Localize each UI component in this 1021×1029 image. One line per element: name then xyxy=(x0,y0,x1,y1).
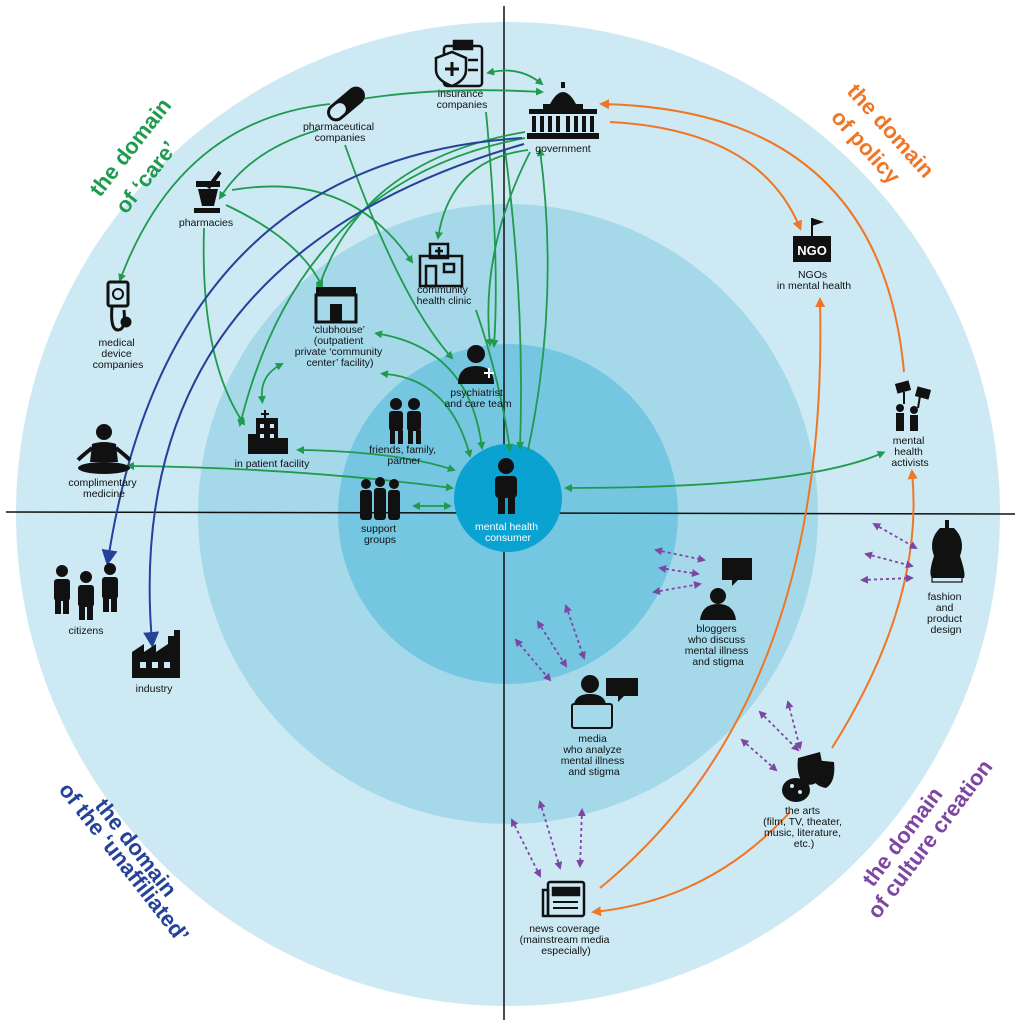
storefront-icon xyxy=(314,287,358,324)
arrow-center-government xyxy=(527,148,549,451)
arrow-pharma-pharmacies xyxy=(218,129,319,200)
person-icon xyxy=(495,458,517,514)
arrow-fashion-2 xyxy=(864,551,914,569)
label-bloggers: bloggers who discuss mental illness and … xyxy=(685,623,752,668)
arrow-gov-clinic xyxy=(434,149,529,240)
arrow-activists-center xyxy=(564,451,886,492)
policy-arrows xyxy=(591,99,918,917)
arrow-insurance-government xyxy=(486,67,544,86)
arrow-activists-government xyxy=(599,99,905,373)
label-government: government xyxy=(535,143,591,155)
theater-masks-icon xyxy=(782,752,835,802)
arrow-government-citizens xyxy=(101,137,523,566)
arrow-insurance-psychiatrist xyxy=(485,111,499,348)
label-pharmaceutical: pharmaceutical companies xyxy=(303,121,377,144)
mortar-pestle-icon xyxy=(194,170,222,213)
label-arts: the arts (film, TV, theater, music, lite… xyxy=(763,805,845,850)
hospital-icon xyxy=(248,410,288,454)
arrow-bloggers-1 xyxy=(654,547,706,563)
label-medical-device: medical device companies xyxy=(93,337,144,371)
label-complimentary: complimentary medicine xyxy=(68,477,139,500)
arrow-gov-inpatient xyxy=(237,137,526,427)
label-industry: industry xyxy=(136,683,174,695)
unaffiliated-arrows xyxy=(101,137,525,648)
node-labels: insurance companies government pharmaceu… xyxy=(68,88,965,957)
blood-pressure-icon xyxy=(106,280,132,332)
label-activists: mental health activists xyxy=(891,435,928,469)
blogger-icon xyxy=(700,558,752,620)
media-analyst-icon xyxy=(571,675,638,729)
newspaper-icon xyxy=(541,880,586,918)
couple-icon xyxy=(389,398,421,444)
label-support: support groups xyxy=(361,523,399,546)
label-media: media who analyze mental illness and sti… xyxy=(561,733,628,778)
label-insurance: insurance companies xyxy=(437,88,488,111)
dress-form-icon xyxy=(930,520,965,583)
citizens-icon xyxy=(54,563,118,620)
arrow-pharma-device xyxy=(118,103,331,282)
label-inpatient: in patient facility xyxy=(235,458,310,470)
culture-arrows xyxy=(511,523,918,878)
arrow-friends-center xyxy=(380,370,473,458)
label-ngo: NGOs in mental health xyxy=(777,269,851,292)
arrow-media-2 xyxy=(536,620,568,668)
label-news: news coverage (mainstream media especial… xyxy=(520,923,613,957)
arrow-news-ngo xyxy=(599,297,826,889)
arrow-clinic-center xyxy=(475,309,514,452)
clipboard-shield-icon xyxy=(434,39,484,88)
doctor-icon xyxy=(458,345,494,384)
label-community-clinic: community health clinic xyxy=(417,284,472,307)
group-icon xyxy=(360,477,400,520)
capitol-building-icon xyxy=(527,82,599,139)
ngo-building-icon: NGO xyxy=(793,218,831,262)
arrow-pharma-government xyxy=(354,87,544,101)
arrow-fashion-3 xyxy=(860,574,914,584)
ngo-icon-text: NGO xyxy=(797,243,827,258)
care-arrows xyxy=(118,67,886,510)
label-center: mental health consumer xyxy=(475,521,541,544)
arrow-complimentary-center xyxy=(126,462,454,492)
arrow-arts-2 xyxy=(785,700,803,750)
arrow-fashion-1 xyxy=(872,523,918,549)
clinic-building-icon xyxy=(418,242,464,288)
label-psychiatrist: psychiatrist and care team xyxy=(444,387,511,410)
label-fashion: fashion and product design xyxy=(927,591,965,636)
arrow-media-1 xyxy=(514,638,552,682)
pill-icon xyxy=(327,86,365,122)
arrow-pharmacies-clubhouse xyxy=(225,204,324,288)
meditation-icon xyxy=(76,424,132,474)
arrow-government-ngo xyxy=(609,121,802,231)
arrow-bloggers-2 xyxy=(658,564,700,578)
arrow-gov-center xyxy=(504,149,525,450)
arrow-news-activists xyxy=(831,469,918,749)
label-citizens: citizens xyxy=(68,625,103,637)
arrow-arts-news xyxy=(591,811,791,917)
arrow-pharmacies-inpatient xyxy=(202,227,246,426)
arrow-government-industry xyxy=(143,143,525,648)
arrow-arts-3 xyxy=(740,738,778,772)
label-clubhouse: ‘clubhouse’ (outpatient private ‘communi… xyxy=(295,324,385,369)
arrow-news-1 xyxy=(511,818,541,878)
arrow-bloggers-3 xyxy=(652,581,702,595)
arrow-pharmacies-clinic xyxy=(231,185,414,264)
label-pharmacies: pharmacies xyxy=(179,217,233,229)
label-friends: friends, family, partner xyxy=(369,444,439,467)
factory-icon xyxy=(132,630,180,678)
protest-icon xyxy=(894,380,932,431)
arrow-inpatient-clubhouse xyxy=(257,363,284,404)
